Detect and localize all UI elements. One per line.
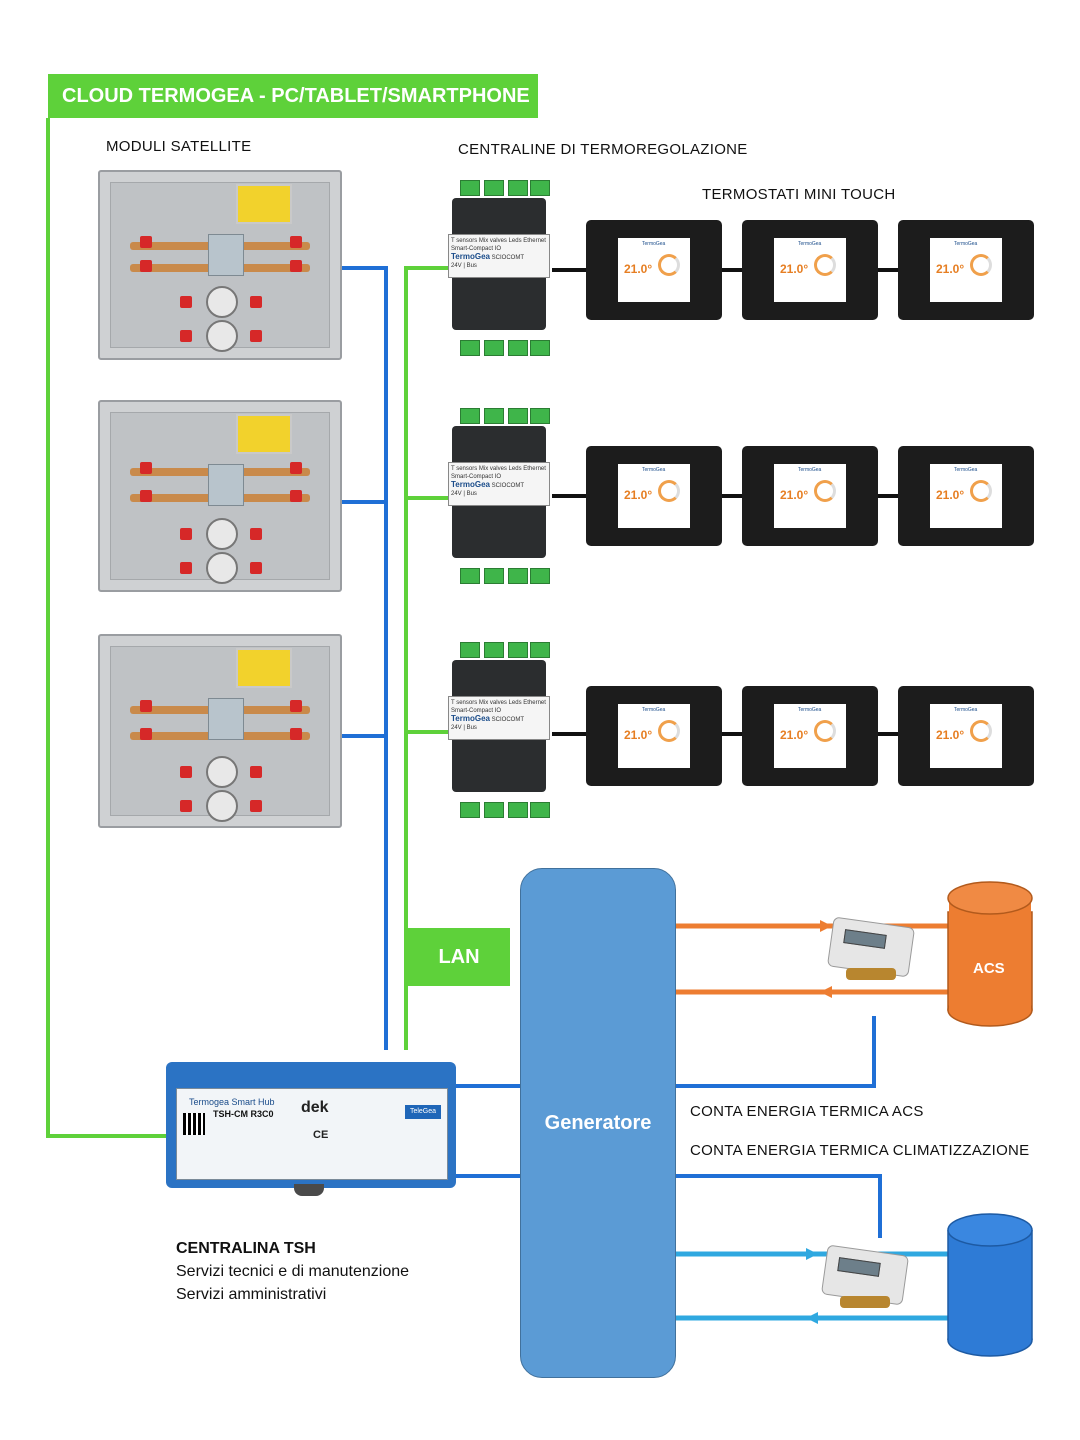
water-meter xyxy=(206,518,238,550)
warning-sticker xyxy=(236,648,292,688)
qr-code-icon xyxy=(183,1113,205,1135)
flow-module xyxy=(208,234,244,276)
cloud-line xyxy=(46,118,166,1138)
generator-label: Generatore xyxy=(544,1111,652,1134)
satellite-module-1 xyxy=(98,170,342,360)
controller-1: T sensors Mix valves Leds Ethernet Smart… xyxy=(446,180,552,356)
water-meter xyxy=(206,286,238,318)
clima-meter-label: CONTA ENERGIA TERMICA CLIMATIZZAZIONE xyxy=(690,1142,1030,1159)
warning-sticker xyxy=(236,184,292,224)
clima-meter-line xyxy=(674,1174,882,1238)
flow-module xyxy=(208,698,244,740)
acs-tank xyxy=(947,881,1033,1027)
controllers-label: CENTRALINE DI TERMOREGOLAZIONE xyxy=(458,141,748,158)
bus-line-satellites xyxy=(342,266,388,1050)
water-meter xyxy=(206,790,238,822)
water-meter xyxy=(206,320,238,352)
smart-hub: Termogea Smart Hub TSH-CM R3C0 dek CE Te… xyxy=(166,1050,456,1196)
hub-model: TSH-CM R3C0 xyxy=(213,1109,274,1119)
acs-arrow-supply xyxy=(820,920,832,932)
water-meter xyxy=(206,756,238,788)
acs-arrow-return xyxy=(820,986,832,998)
lan-badge: LAN xyxy=(408,928,510,986)
tsh-line-1: Servizi tecnici e di manutenzione xyxy=(176,1263,410,1280)
hub-acs-meter-line xyxy=(674,1016,876,1088)
satellite-module-3 xyxy=(98,634,342,828)
controller-3: T sensors Mix valves Leds Ethernet Smart… xyxy=(446,642,552,818)
ce-mark: CE xyxy=(313,1129,329,1141)
tsh-title: CENTRALINA TSH xyxy=(176,1240,316,1257)
water-meter xyxy=(206,552,238,584)
tsh-line-2: Servizi amministrativi xyxy=(176,1286,327,1303)
cloud-title: CLOUD TERMOGEA - PC/TABLET/SMARTPHONE xyxy=(48,74,538,118)
telegea-logo: TeleGea xyxy=(405,1105,441,1119)
satellite-module-2 xyxy=(98,400,342,592)
warning-sticker xyxy=(236,414,292,454)
flow-module xyxy=(208,464,244,506)
acs-energy-meter xyxy=(826,916,918,986)
antenna-connector xyxy=(294,1184,324,1196)
hub-title: Termogea Smart Hub xyxy=(189,1097,275,1107)
lan-line-controllers xyxy=(404,266,448,1050)
acs-meter-label: CONTA ENERGIA TERMICA ACS xyxy=(690,1103,924,1120)
clima-energy-meter xyxy=(820,1244,912,1314)
clima-arrow-supply xyxy=(806,1248,818,1260)
controller-2: T sensors Mix valves Leds Ethernet Smart… xyxy=(446,408,552,584)
satellite-label: MODULI SATELLITE xyxy=(106,138,252,155)
generator-block: Generatore xyxy=(520,868,676,1378)
hub-maker: dek xyxy=(301,1099,329,1116)
acs-tank-label: ACS xyxy=(973,960,1005,977)
clima-tank xyxy=(947,1213,1033,1357)
thermostats-label: TERMOSTATI MINI TOUCH xyxy=(702,186,896,203)
clima-arrow-return xyxy=(806,1312,818,1324)
